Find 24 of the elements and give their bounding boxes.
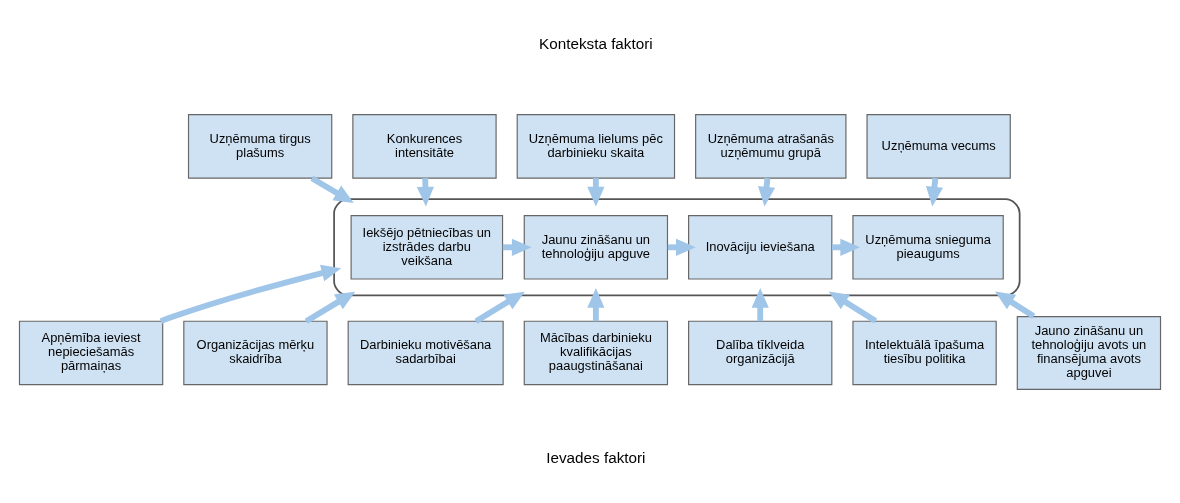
node-box: Uzņēmuma snieguma pieaugums — [852, 214, 1004, 280]
node-box: Darbinieku motivēšana sadarbībai — [347, 320, 504, 385]
node-box: Inovāciju ieviešana — [688, 214, 833, 280]
label: Konteksta faktori — [539, 34, 653, 52]
node-box: Uzņēmuma tirgus plašums — [187, 113, 333, 179]
node-box: Apņēmība ieviest nepieciešamās pārmaiņas — [18, 320, 164, 385]
arrow — [159, 264, 342, 324]
arrow — [310, 175, 354, 203]
node-box: Iekšējo pētniecības un izstrādes darbu veikšana — [350, 214, 504, 280]
arrow — [474, 291, 525, 324]
node-box: Dalība tīklveida organizācijā — [688, 320, 833, 385]
node-box: Intelektuālā īpašuma tiesību politika — [852, 320, 997, 385]
node-box: Uzņēmuma lielums pēc darbinieku skaita — [516, 113, 676, 179]
node-box: Uzņēmuma atrašanās uzņēmumu grupā — [695, 113, 847, 179]
node-box: Organizācijas mērķu skaidrība — [183, 320, 328, 385]
arrow — [995, 290, 1036, 319]
node-box: Uzņēmuma vecums — [866, 113, 1011, 179]
node-box: Konkurences intensitāte — [352, 113, 497, 179]
arrow — [304, 291, 356, 324]
cluster — [333, 197, 1021, 296]
label: Ievades faktori — [546, 448, 646, 466]
node-box: Jauno zināšanu un tehnoloģiju avots un finansējuma avots apguvei — [1016, 315, 1162, 390]
node-box: Jaunu zināšanu un tehnoloģiju apguve — [523, 214, 669, 280]
node-box: Mācības darbinieku kvalifikācijas paaugstināšanai — [523, 320, 669, 385]
